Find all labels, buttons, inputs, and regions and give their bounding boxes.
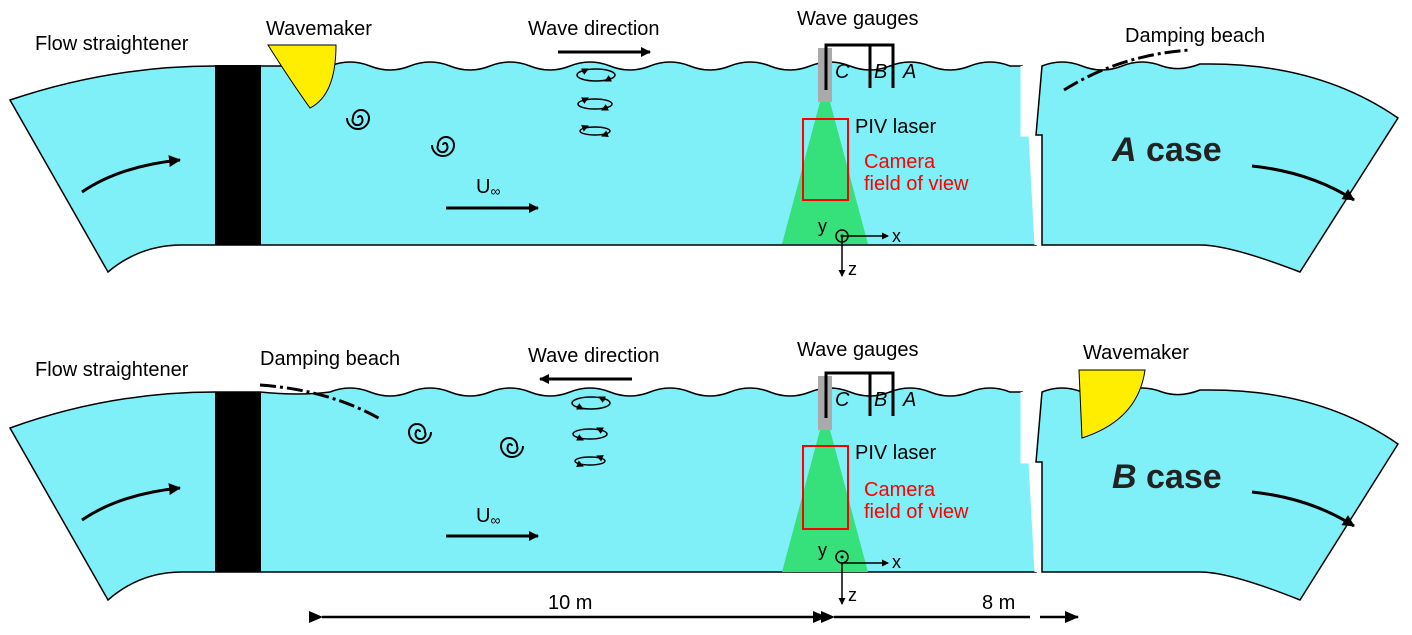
wave-direction-label: Wave direction <box>528 18 660 40</box>
gauge-a-label: A <box>902 61 916 83</box>
damping-beach-line <box>259 383 383 422</box>
wave-gauge-frame <box>824 371 895 418</box>
tank-break <box>1020 66 1038 246</box>
wavemaker-label: Wavemaker <box>1083 342 1189 364</box>
inflow-arrow <box>81 155 181 194</box>
camera-field-of-view-box <box>802 445 849 530</box>
axis-x-label: x <box>892 552 901 572</box>
axis-z-label: z <box>848 259 857 279</box>
spiral-vortex-icon <box>346 109 371 130</box>
wave-direction-label: Wave direction <box>528 345 660 367</box>
coordinate-axes <box>835 550 889 605</box>
camera-label: Camera <box>864 151 936 173</box>
panel-b: Flow straightener Damping beach Wave dir… <box>8 339 1400 605</box>
wave-gauges-label: Wave gauges <box>797 8 919 30</box>
distance-8m-label: 8 m <box>982 592 1015 614</box>
axis-y-label: y <box>818 216 827 236</box>
outflow-arrow <box>1251 164 1355 202</box>
gauge-c-label: C <box>835 389 850 411</box>
axis-y-label: y <box>818 540 827 560</box>
damping-beach-label: Damping beach <box>1125 25 1265 47</box>
orbital-motion-icon <box>576 68 616 138</box>
gauge-b-label: B <box>874 389 887 411</box>
piv-laser-label: PIV laser <box>855 116 936 138</box>
wavemaker-shape <box>267 44 337 109</box>
spiral-vortex-icon <box>499 437 524 458</box>
axis-x-label: x <box>892 226 901 246</box>
free-stream-velocity-label: U∞ <box>476 176 500 199</box>
water-body-right <box>1035 61 1400 273</box>
gauge-a-label: A <box>902 389 916 411</box>
spiral-vortex-icon <box>431 136 456 157</box>
flow-straightener-block <box>215 65 261 245</box>
gauge-c-label: C <box>835 61 850 83</box>
camera-label: Camera <box>864 479 936 501</box>
wavemaker-shape <box>1078 369 1146 439</box>
case-title: A case <box>1111 131 1222 169</box>
free-stream-velocity-label: U∞ <box>476 505 500 528</box>
flow-straightener-label: Flow straightener <box>35 359 189 381</box>
field-of-view-label: field of view <box>864 501 969 523</box>
piv-laser-label: PIV laser <box>855 442 936 464</box>
piv-laser-sheet <box>782 102 868 244</box>
field-of-view-label: field of view <box>864 173 969 195</box>
orbital-motion-icon <box>571 396 611 468</box>
outflow-arrow <box>1251 490 1355 528</box>
water-body-main <box>8 61 1037 274</box>
water-body-main <box>8 387 1037 602</box>
wave-gauge-frame <box>824 43 895 90</box>
piv-laser-sheet <box>782 430 868 572</box>
wave-gauges-label: Wave gauges <box>797 339 919 361</box>
axis-z-label: z <box>848 585 857 605</box>
gauge-b-label: B <box>874 61 887 83</box>
damping-beach-label: Damping beach <box>260 348 400 370</box>
damping-beach-line <box>1063 48 1191 92</box>
tank-break <box>1020 392 1038 573</box>
inflow-arrow <box>81 483 181 522</box>
flow-straightener-label: Flow straightener <box>35 33 189 55</box>
coordinate-axes <box>835 229 889 277</box>
wavemaker-label: Wavemaker <box>266 18 372 40</box>
spiral-vortex-icon <box>407 423 432 444</box>
flow-straightener-block <box>215 392 261 572</box>
distance-10m-label: 10 m <box>548 592 592 614</box>
case-title: B case <box>1112 458 1222 496</box>
panel-a: Flow straightener Wavemaker Wave directi… <box>8 8 1400 279</box>
camera-field-of-view-box <box>802 118 849 201</box>
dimension-lines <box>309 611 1079 623</box>
